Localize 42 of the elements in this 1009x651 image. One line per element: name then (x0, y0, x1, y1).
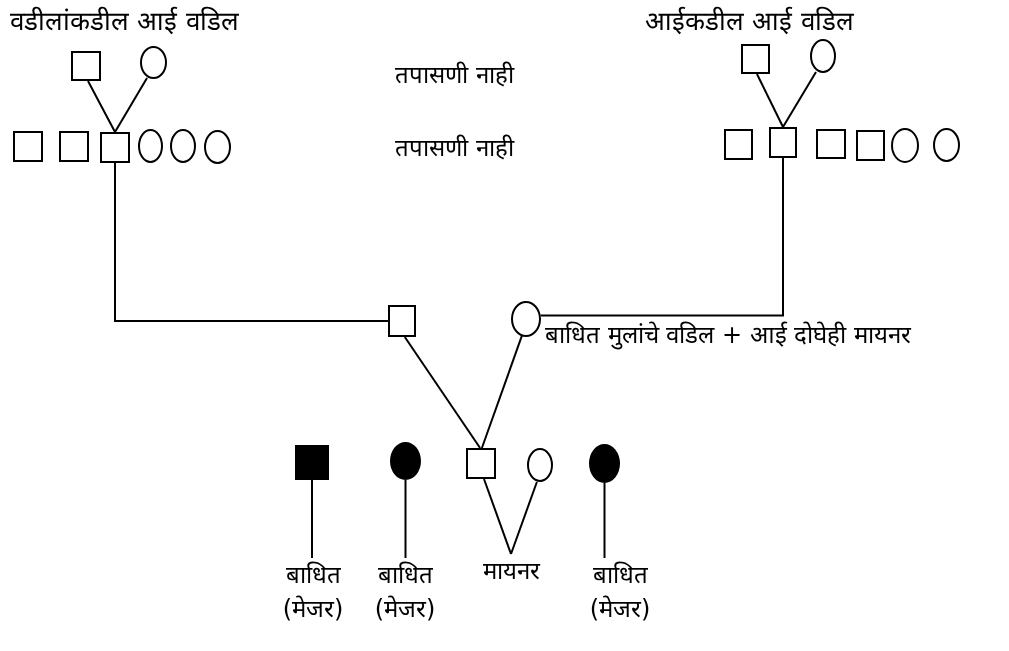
filled-square-symbol (295, 445, 329, 480)
connector-line (480, 334, 524, 449)
note-text: तपासणी नाही (395, 133, 514, 164)
status-label: बाधित (मेजर) (565, 558, 675, 626)
connector-line (483, 478, 512, 555)
connector-line (311, 479, 313, 559)
square-symbol (856, 130, 885, 161)
connector-line (510, 481, 538, 555)
square-symbol (59, 131, 89, 162)
square-symbol (741, 44, 770, 74)
filled-circle-symbol (589, 444, 620, 483)
connector-line (539, 157, 784, 317)
circle-symbol (170, 129, 196, 163)
square-symbol (13, 131, 43, 162)
connector-line (404, 479, 407, 559)
connector-line (603, 482, 606, 559)
connector-line (114, 162, 389, 322)
circle-symbol (140, 46, 167, 79)
circle-symbol (933, 128, 960, 162)
circle-symbol (810, 39, 836, 73)
circle-symbol (891, 128, 919, 163)
square-symbol (724, 129, 753, 160)
square-symbol (71, 51, 101, 81)
connector-line (403, 336, 482, 449)
filled-circle-symbol (390, 442, 421, 480)
square-symbol (100, 132, 130, 163)
note-text: बाधित मुलांचे वडिल + आई दोघेही मायनर (545, 320, 911, 352)
square-symbol (466, 448, 496, 479)
group-heading: आईकडील आई वडिल (645, 5, 854, 38)
connector-line (114, 77, 148, 133)
group-heading: वडीलांकडील आई वडिल (10, 5, 239, 38)
circle-symbol (138, 129, 163, 163)
connector-line (755, 73, 784, 128)
circle-symbol (204, 130, 231, 164)
square-symbol (816, 129, 846, 159)
connector-line (782, 71, 817, 128)
square-symbol (388, 305, 416, 337)
circle-symbol (527, 448, 553, 482)
note-text: तपासणी नाही (395, 60, 514, 91)
circle-symbol (511, 301, 541, 337)
connector-line (87, 80, 116, 133)
square-symbol (769, 127, 797, 158)
